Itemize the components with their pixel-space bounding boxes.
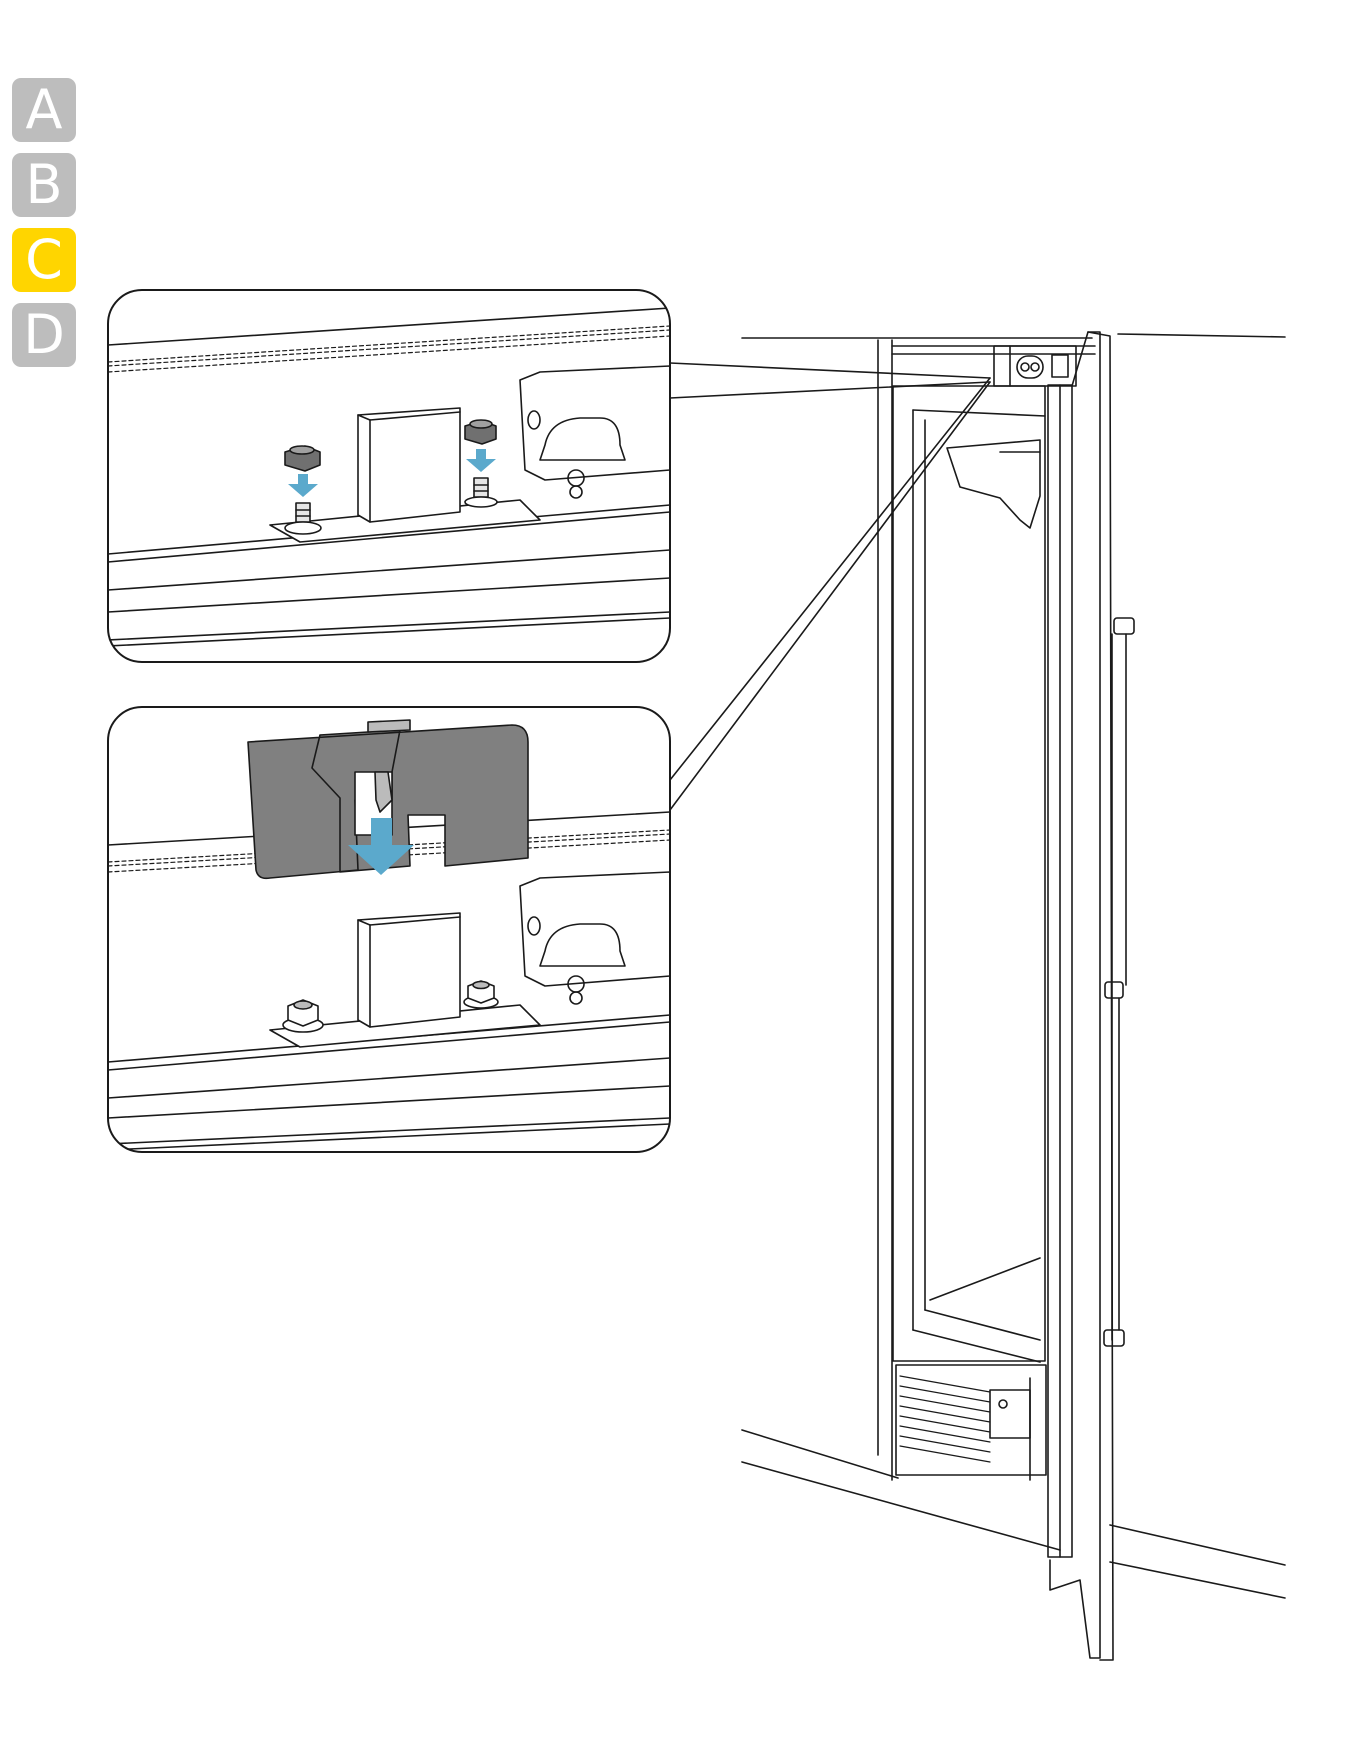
threaded-stud-icon [285,503,321,534]
nut-icon [468,981,494,1003]
detail-leader-lines [670,363,990,810]
appliance-drawing [742,332,1285,1660]
nut-icon [288,1000,318,1026]
nut-icon [465,420,496,444]
detail-panel-install-cover [108,707,670,1152]
threaded-stud-icon [465,478,497,507]
nut-icon [285,446,320,471]
down-arrow-icon [288,474,318,497]
down-arrow-icon [466,449,496,472]
detail-panel-install-nuts [108,290,670,662]
